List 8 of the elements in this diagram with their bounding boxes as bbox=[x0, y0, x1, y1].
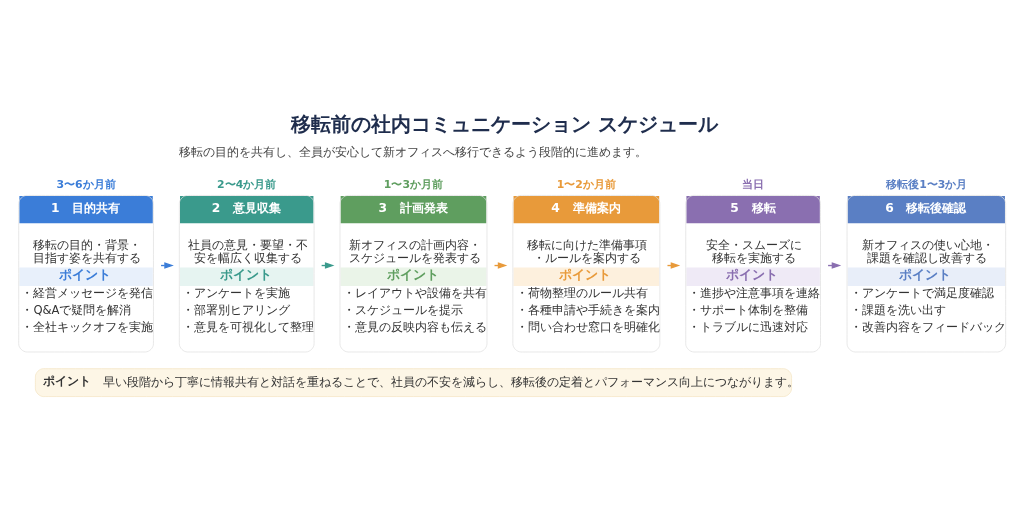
node-label: 2〜4か月前 bbox=[217, 177, 277, 191]
node-label: 1〜2か月前 bbox=[556, 177, 616, 191]
node-label: 3〜6か月前 bbox=[56, 177, 116, 191]
diagram-title: 移転前の社内コミュニケーション スケジュール bbox=[290, 112, 718, 137]
node-label: 1〜3か月前 bbox=[383, 177, 444, 191]
node-label: 移転後1〜3か月 bbox=[886, 177, 968, 191]
label: 移転の目的を共有し、全員が安心して新オフィスへ移行できるよう段階的に進めます。 bbox=[179, 144, 648, 159]
node-label: 当日 bbox=[742, 177, 765, 191]
